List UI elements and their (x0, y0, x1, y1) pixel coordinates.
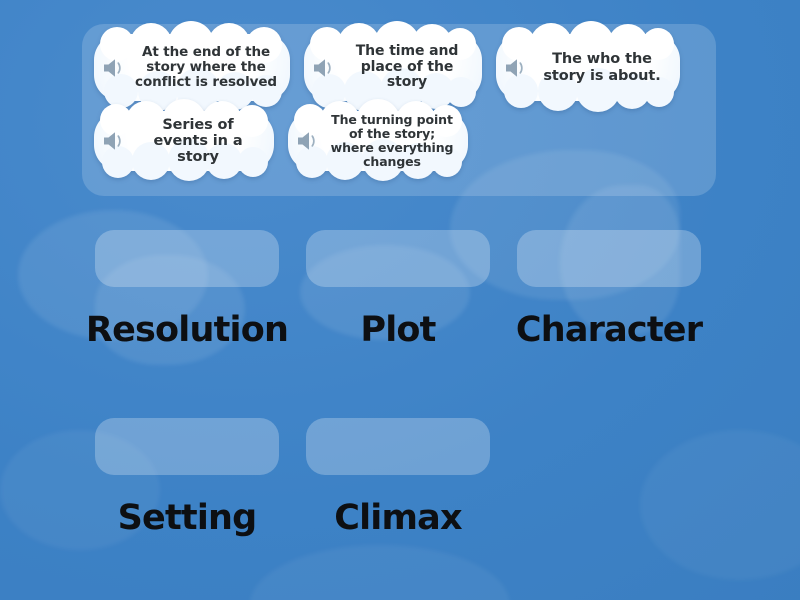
card-content: The turning point of the story; where ev… (288, 111, 468, 171)
cloud-bump (568, 21, 614, 67)
drop-slot-plot[interactable] (306, 230, 490, 287)
drop-slot-setting[interactable] (95, 418, 279, 475)
cloud-bump (320, 101, 360, 141)
cloud-bump (642, 28, 674, 60)
cloud-bump (100, 27, 134, 61)
slot-group-plot: Plot (306, 230, 490, 348)
cloud-bump (208, 23, 250, 65)
cloud-bump (126, 101, 166, 141)
drop-slot-resolution[interactable] (95, 230, 279, 287)
cloud-bump (168, 139, 210, 181)
cloud-bump (102, 146, 134, 178)
cloud-bump (356, 99, 400, 143)
cloud-bump (238, 147, 268, 177)
slot-group-climax: Climax (306, 418, 490, 536)
card-content: The who the story is about. (496, 34, 680, 101)
cloud-bump (202, 101, 242, 141)
speaker-icon[interactable] (102, 57, 128, 79)
cloud-bump (444, 28, 476, 60)
slot-label-climax: Climax (334, 498, 462, 538)
drop-slot-character[interactable] (517, 230, 701, 287)
cloud-bump (432, 147, 462, 177)
card-content: Series of events in a story (94, 111, 274, 171)
cloud-bump (296, 146, 328, 178)
cloud-bump (396, 101, 436, 141)
card-tray-row-2: Series of events in a story (94, 99, 704, 181)
cloud-bump (608, 24, 648, 64)
cloud-bump (104, 74, 138, 108)
cloud-bump (250, 75, 282, 107)
slot-group-character: Character (515, 230, 703, 350)
slot-label-resolution: Resolution (85, 310, 289, 350)
speaker-icon[interactable] (312, 57, 338, 79)
cloud-bump (168, 21, 214, 67)
cloud-bump (246, 27, 282, 63)
cloud-bump (576, 68, 620, 112)
drop-slot-climax[interactable] (306, 418, 490, 475)
answer-slot-row-2: Setting Climax (95, 418, 490, 536)
slot-label-character: Character (515, 310, 703, 350)
draggable-card-plot[interactable]: Series of events in a story (94, 99, 274, 181)
speaker-icon[interactable] (102, 130, 128, 152)
card-tray-row-1: At the end of the story where the confli… (94, 21, 704, 112)
draggable-card-resolution[interactable]: At the end of the story where the confli… (94, 21, 290, 112)
draggable-card-climax[interactable]: The turning point of the story; where ev… (288, 99, 468, 181)
cloud-bump (400, 143, 436, 179)
card-label: The who the story is about. (543, 51, 661, 84)
answer-slot-row-1: Resolution Plot Character (86, 230, 703, 350)
speaker-icon[interactable] (296, 130, 322, 152)
cloud-bump (430, 105, 462, 137)
cloud-bump (538, 71, 578, 111)
cloud-bump (326, 142, 364, 180)
cloud-bump (236, 105, 268, 137)
card-content: The time and place of the story (304, 34, 482, 101)
cloud-bump (132, 142, 170, 180)
cloud-bump (530, 23, 572, 65)
speaker-icon[interactable] (504, 57, 530, 79)
card-label: Series of events in a story (153, 116, 243, 166)
cloud-bump (206, 143, 242, 179)
cloud-bump (504, 74, 538, 108)
cloud-bump (362, 139, 404, 181)
card-label: The turning point of the story; where ev… (330, 112, 454, 169)
card-label: The time and place of the story (355, 42, 459, 91)
cloud-bump (338, 23, 380, 65)
slot-group-setting: Setting (95, 418, 279, 536)
background-cloud-decoration (640, 430, 800, 580)
slot-group-resolution: Resolution (86, 230, 289, 348)
slot-label-plot: Plot (360, 310, 436, 350)
cloud-bump (130, 23, 172, 65)
draggable-card-setting[interactable]: The time and place of the story (304, 21, 482, 112)
draggable-card-character[interactable]: The who the story is about. (496, 21, 680, 112)
card-content: At the end of the story where the confli… (94, 34, 290, 101)
card-label: At the end of the story where the confli… (135, 43, 277, 91)
card-tray: At the end of the story where the confli… (82, 21, 716, 196)
background-cloud-decoration (250, 545, 510, 600)
cloud-bump (162, 99, 206, 143)
cloud-bump (644, 77, 674, 107)
slot-label-setting: Setting (117, 498, 258, 538)
cloud-bump (446, 77, 476, 107)
